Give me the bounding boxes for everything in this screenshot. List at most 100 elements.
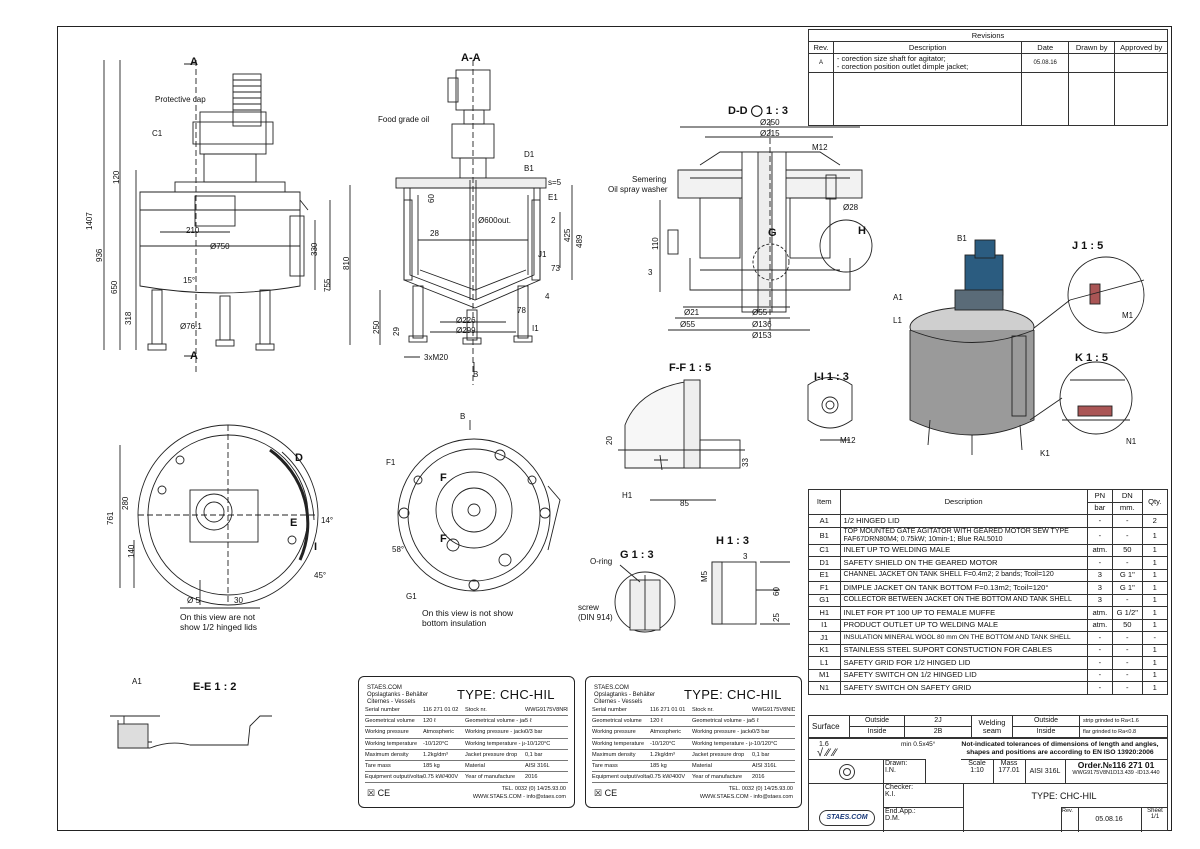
parts-header-dn: DN <box>1112 489 1143 503</box>
food-grade-oil-label: Food grade oil <box>378 115 430 124</box>
projection-symbol <box>809 759 884 784</box>
parts-header-mm: mm. <box>1112 501 1143 515</box>
dim-761: 761 <box>106 511 115 525</box>
dim-755: 755 <box>323 278 332 292</box>
surface-inside-value: 2B <box>904 726 972 738</box>
isometric-view <box>909 239 1071 455</box>
weld-outside: Outside <box>1012 715 1080 727</box>
dim-15deg: 15° <box>183 276 196 285</box>
section-dd-title: D-D ◯ 1 : 3 <box>728 105 789 117</box>
dim-d250: Ø250 <box>760 118 780 127</box>
b1-label: B1 <box>524 164 534 173</box>
section-gg-title: G 1 : 3 <box>620 549 654 561</box>
dim-m5: M5 <box>700 570 709 582</box>
dim-m12-ii: M12 <box>840 436 856 445</box>
m1-label: M1 <box>1122 311 1134 320</box>
dim-33: 33 <box>741 458 750 467</box>
surface-outside-value: 2J <box>904 715 972 727</box>
dim-d299: Ø299 <box>456 326 476 335</box>
dim-d215: Ø215 <box>760 129 780 138</box>
staes-logo: STAES.COM <box>819 810 875 826</box>
bottom-f-marker-top: F <box>440 472 447 484</box>
dim-318: 318 <box>124 311 133 325</box>
revision-row: A - corection size shaft for agitator;- … <box>808 53 1168 73</box>
parts-header-bar: bar <box>1086 501 1114 515</box>
dim-210: 210 <box>186 226 200 235</box>
surface-label: Surface <box>808 715 850 738</box>
detail-j-title: J 1 : 5 <box>1072 240 1104 252</box>
dim-489: 489 <box>575 234 584 248</box>
dim-d55-left: Ø55 <box>680 320 696 329</box>
date-cell: 05.08.16 <box>1077 807 1141 832</box>
dim-73: 73 <box>551 264 560 273</box>
dim-3: 3 <box>648 268 653 277</box>
detail-g-marker: G <box>768 227 777 239</box>
dim-d55-right: Ø55 <box>752 308 768 317</box>
section-ff-view <box>618 379 745 501</box>
section-ii-view <box>807 377 853 441</box>
s5-label: s=5 <box>548 178 562 187</box>
section-hh-title: H 1 : 3 <box>716 535 750 547</box>
detail-k-title: K 1 : 5 <box>1075 352 1109 364</box>
company-logo-cell: STAES.COM <box>809 783 884 832</box>
detail-h-marker: H <box>858 225 866 237</box>
surface-inside: Inside <box>849 726 905 738</box>
view-b-label: B <box>473 370 479 379</box>
top-i-marker: I <box>314 541 318 553</box>
dim-3-hh: 3 <box>743 552 748 561</box>
dim-425: 425 <box>563 228 572 242</box>
e1-label: E1 <box>548 193 558 202</box>
drawing-type-cell: TYPE: CHC-HIL <box>961 783 1167 808</box>
d1-label: D1 <box>524 150 535 159</box>
dim-60: 60 <box>427 194 436 203</box>
bottom-view <box>397 420 561 592</box>
surface-outside: Outside <box>849 715 905 727</box>
front-label-a-top: A <box>190 56 198 68</box>
dim-m12: M12 <box>812 143 828 152</box>
dim-140: 140 <box>127 544 136 558</box>
dim-78: 78 <box>517 306 526 315</box>
dim-d136: Ø136 <box>752 320 772 329</box>
dim-d153: Ø153 <box>752 331 772 340</box>
title-block-lower: 1.6 min 0.5x45° √ ⁄⁄ ⁄⁄ Not-indicated to… <box>808 738 1168 832</box>
roughness-symbol: √ ⁄⁄ ⁄⁄ <box>817 747 837 759</box>
j1-label: J1 <box>538 250 547 259</box>
oil-washer-label: Oil spray washer <box>608 185 668 194</box>
dim-280: 280 <box>121 496 130 510</box>
dim-d5: Ø 5 <box>187 596 200 605</box>
welding-seam-label: Welding seam <box>971 715 1013 738</box>
screw-label: screw <box>578 603 599 612</box>
top-view <box>119 424 319 609</box>
rev-header: Description <box>832 41 1023 54</box>
section-ff-title: F-F 1 : 5 <box>669 362 712 374</box>
title-block: Surface Outside 2J Welding seam Outside … <box>808 715 1168 738</box>
revisions-table: Revisions Rev. Description Date Drawn by… <box>808 29 1168 126</box>
detail-jk-views <box>1059 256 1145 435</box>
protective-cap-label: Protective cap <box>155 95 206 104</box>
dim-d76: Ø76.1 <box>180 322 202 331</box>
dim-30: 30 <box>234 596 243 605</box>
section-ee-title: E-E 1 : 2 <box>193 681 237 693</box>
section-gg-view <box>614 564 676 633</box>
dim-14deg: 14° <box>321 516 334 525</box>
weld-inside-finish: flar grinded to Ra<0.8 <box>1079 726 1168 738</box>
rev-header: Approved by <box>1114 41 1168 54</box>
